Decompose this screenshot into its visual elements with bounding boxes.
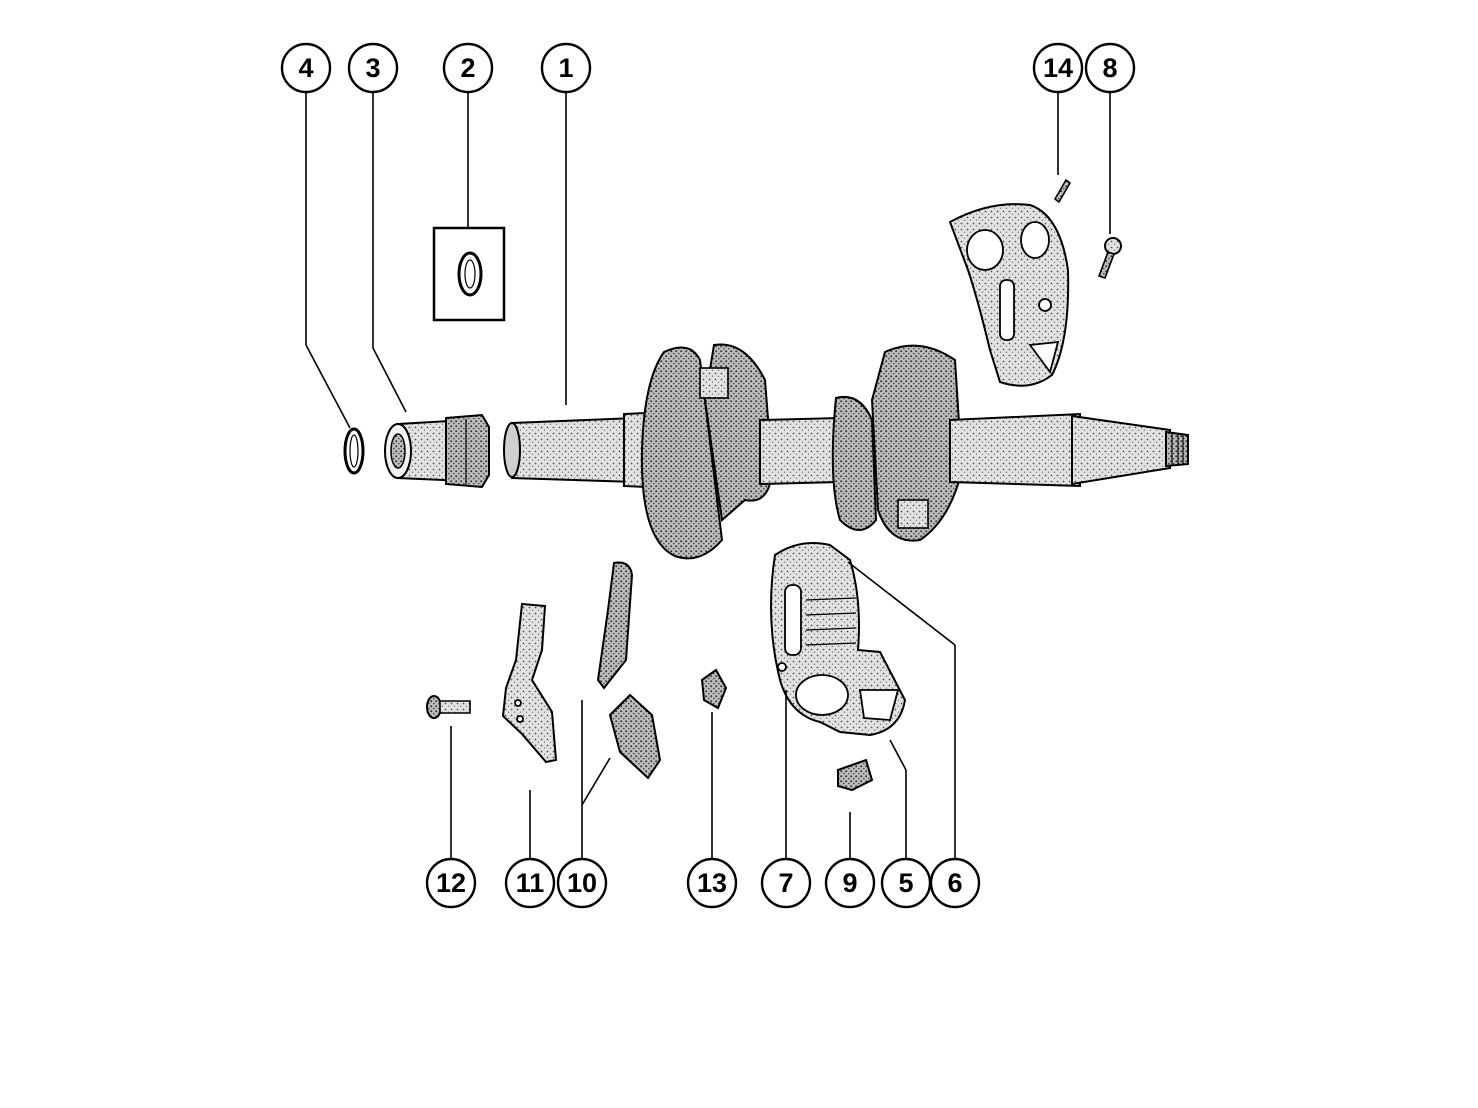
svg-text:11: 11 [516,868,545,898]
lock-nut-part [700,668,728,710]
callout-5: 5 [880,857,932,909]
bolt-part [426,695,471,719]
callout-3: 3 [347,42,399,94]
leader-lines [305,92,1111,858]
lower-rod-cap-part [770,542,907,737]
oil-dipper-part [501,602,558,764]
callout-9: 9 [824,857,876,909]
snap-ring-part [343,427,365,475]
svg-text:9: 9 [842,868,857,898]
svg-text:1: 1 [558,53,573,83]
callout-1: 1 [540,42,592,94]
upper-rod-cap-part [948,203,1070,387]
svg-text:6: 6 [947,868,962,898]
svg-text:14: 14 [1043,53,1073,83]
callout-13: 13 [686,857,738,909]
shim-part [596,561,662,780]
crankshaft-part [503,343,1189,560]
callout-12: 12 [425,857,477,909]
svg-text:5: 5 [898,868,913,898]
svg-text:8: 8 [1102,53,1117,83]
svg-text:3: 3 [365,53,380,83]
lock-plate-part [837,758,874,792]
callout-14: 14 [1032,42,1084,94]
callout-10: 10 [556,857,608,909]
washer-box-part [432,226,506,322]
callout-7: 7 [760,857,812,909]
screw-upper-part [1097,237,1122,280]
callout-11: 11 [504,857,556,909]
callout-4: 4 [280,42,332,94]
callout-6: 6 [929,857,981,909]
callout-8: 8 [1084,42,1136,94]
svg-text:4: 4 [298,53,313,83]
bushing-part [384,413,490,489]
svg-text:12: 12 [436,868,466,898]
callout-2: 2 [442,42,494,94]
svg-text:13: 13 [697,868,727,898]
svg-text:7: 7 [778,868,793,898]
svg-text:10: 10 [567,868,597,898]
svg-text:2: 2 [460,53,475,83]
pin-part [1053,178,1072,204]
